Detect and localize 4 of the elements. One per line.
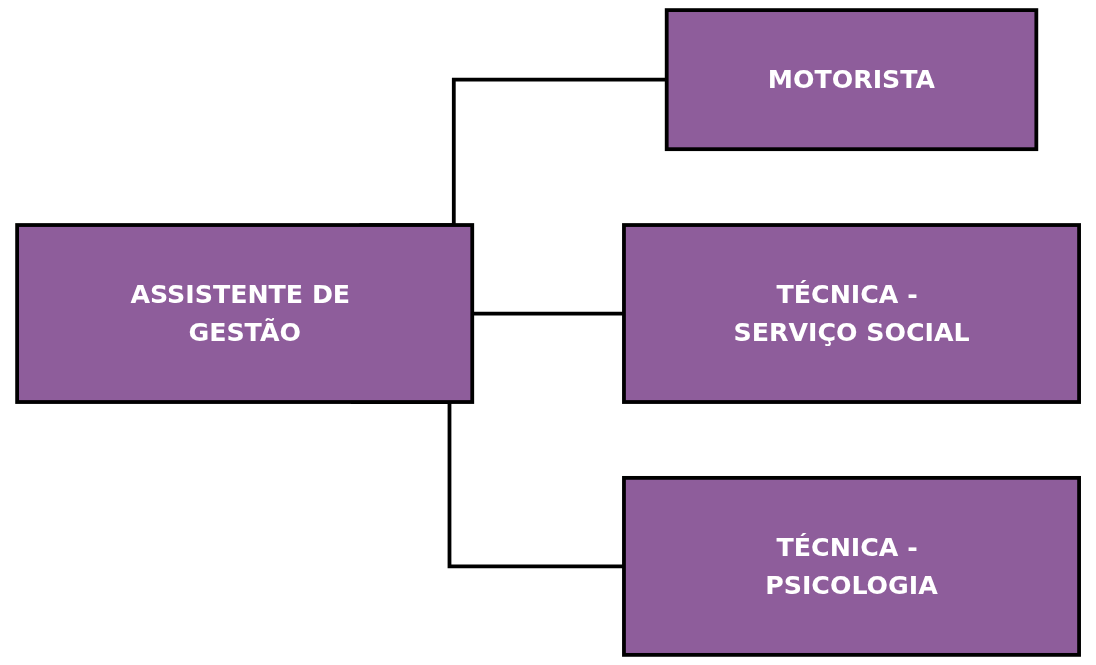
node-box: TÉCNICA - PSICOLOGIA (621, 476, 1081, 657)
node-box: MOTORISTA (664, 8, 1039, 152)
node-box: ASSISTENTE DE GESTÃO (15, 223, 475, 404)
node-box: TÉCNICA - SERVIÇO SOCIAL (621, 223, 1081, 404)
